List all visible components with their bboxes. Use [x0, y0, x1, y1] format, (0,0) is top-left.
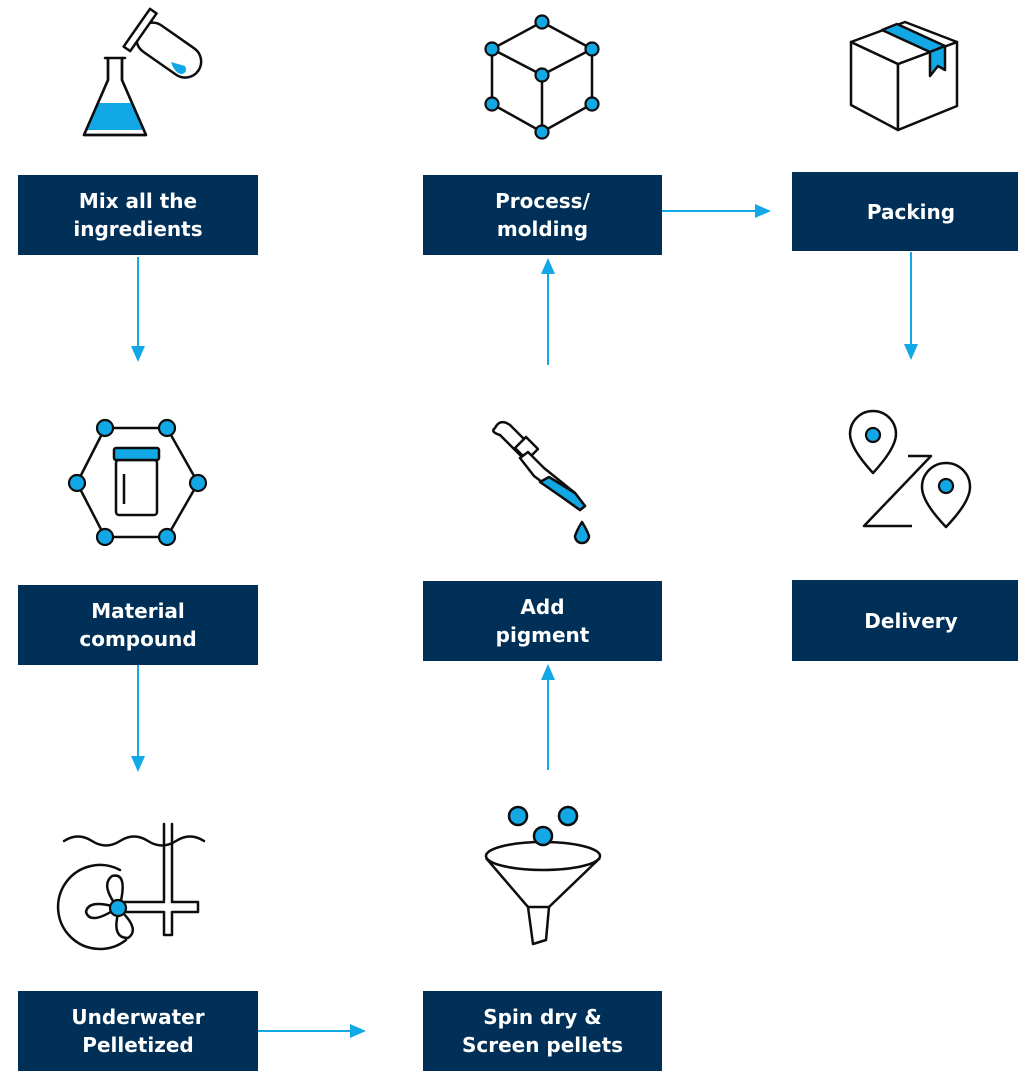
box-icon	[849, 20, 959, 132]
step-label: Mix all the ingredients	[73, 189, 203, 241]
step-mix-ingredients: Mix all the ingredients	[18, 175, 258, 255]
step-label: Material compound	[79, 599, 197, 651]
step-label: Delivery	[864, 608, 958, 633]
flask-test-tube-icon	[82, 7, 203, 137]
step-spin-dry-screen: Spin dry & Screen pellets	[423, 991, 662, 1071]
step-label: Spin dry & Screen pellets	[461, 1005, 624, 1057]
arrow-spin-to-pigment	[541, 664, 555, 770]
cube-icon	[484, 14, 600, 140]
arrow-pigment-to-process	[541, 258, 555, 365]
arrow-packing-to-delivery	[904, 252, 918, 360]
step-label: Process/ molding	[495, 189, 590, 241]
arrow-pelletize-to-spin	[258, 1024, 366, 1038]
arrow-mix-to-material	[131, 257, 145, 362]
arrow-process-to-packing	[662, 204, 771, 218]
bottle-hexagon-icon	[67, 418, 208, 547]
propeller-icon	[56, 822, 206, 951]
step-underwater-pelletized: Underwater Pelletized	[18, 991, 258, 1071]
step-label: Underwater Pelletized	[71, 1005, 205, 1057]
funnel-icon	[484, 805, 602, 946]
map-pins-icon	[848, 409, 972, 529]
dropper-icon	[492, 420, 591, 545]
step-material-compound: Material compound	[18, 585, 258, 665]
step-add-pigment: Add pigment	[423, 581, 662, 661]
arrow-material-to-pelletize	[131, 665, 145, 772]
step-label: Packing	[866, 199, 956, 224]
step-label: Add pigment	[495, 595, 590, 647]
step-packing: Packing	[792, 172, 1018, 251]
step-delivery: Delivery	[792, 580, 1018, 661]
step-process-molding: Process/ molding	[423, 175, 662, 255]
